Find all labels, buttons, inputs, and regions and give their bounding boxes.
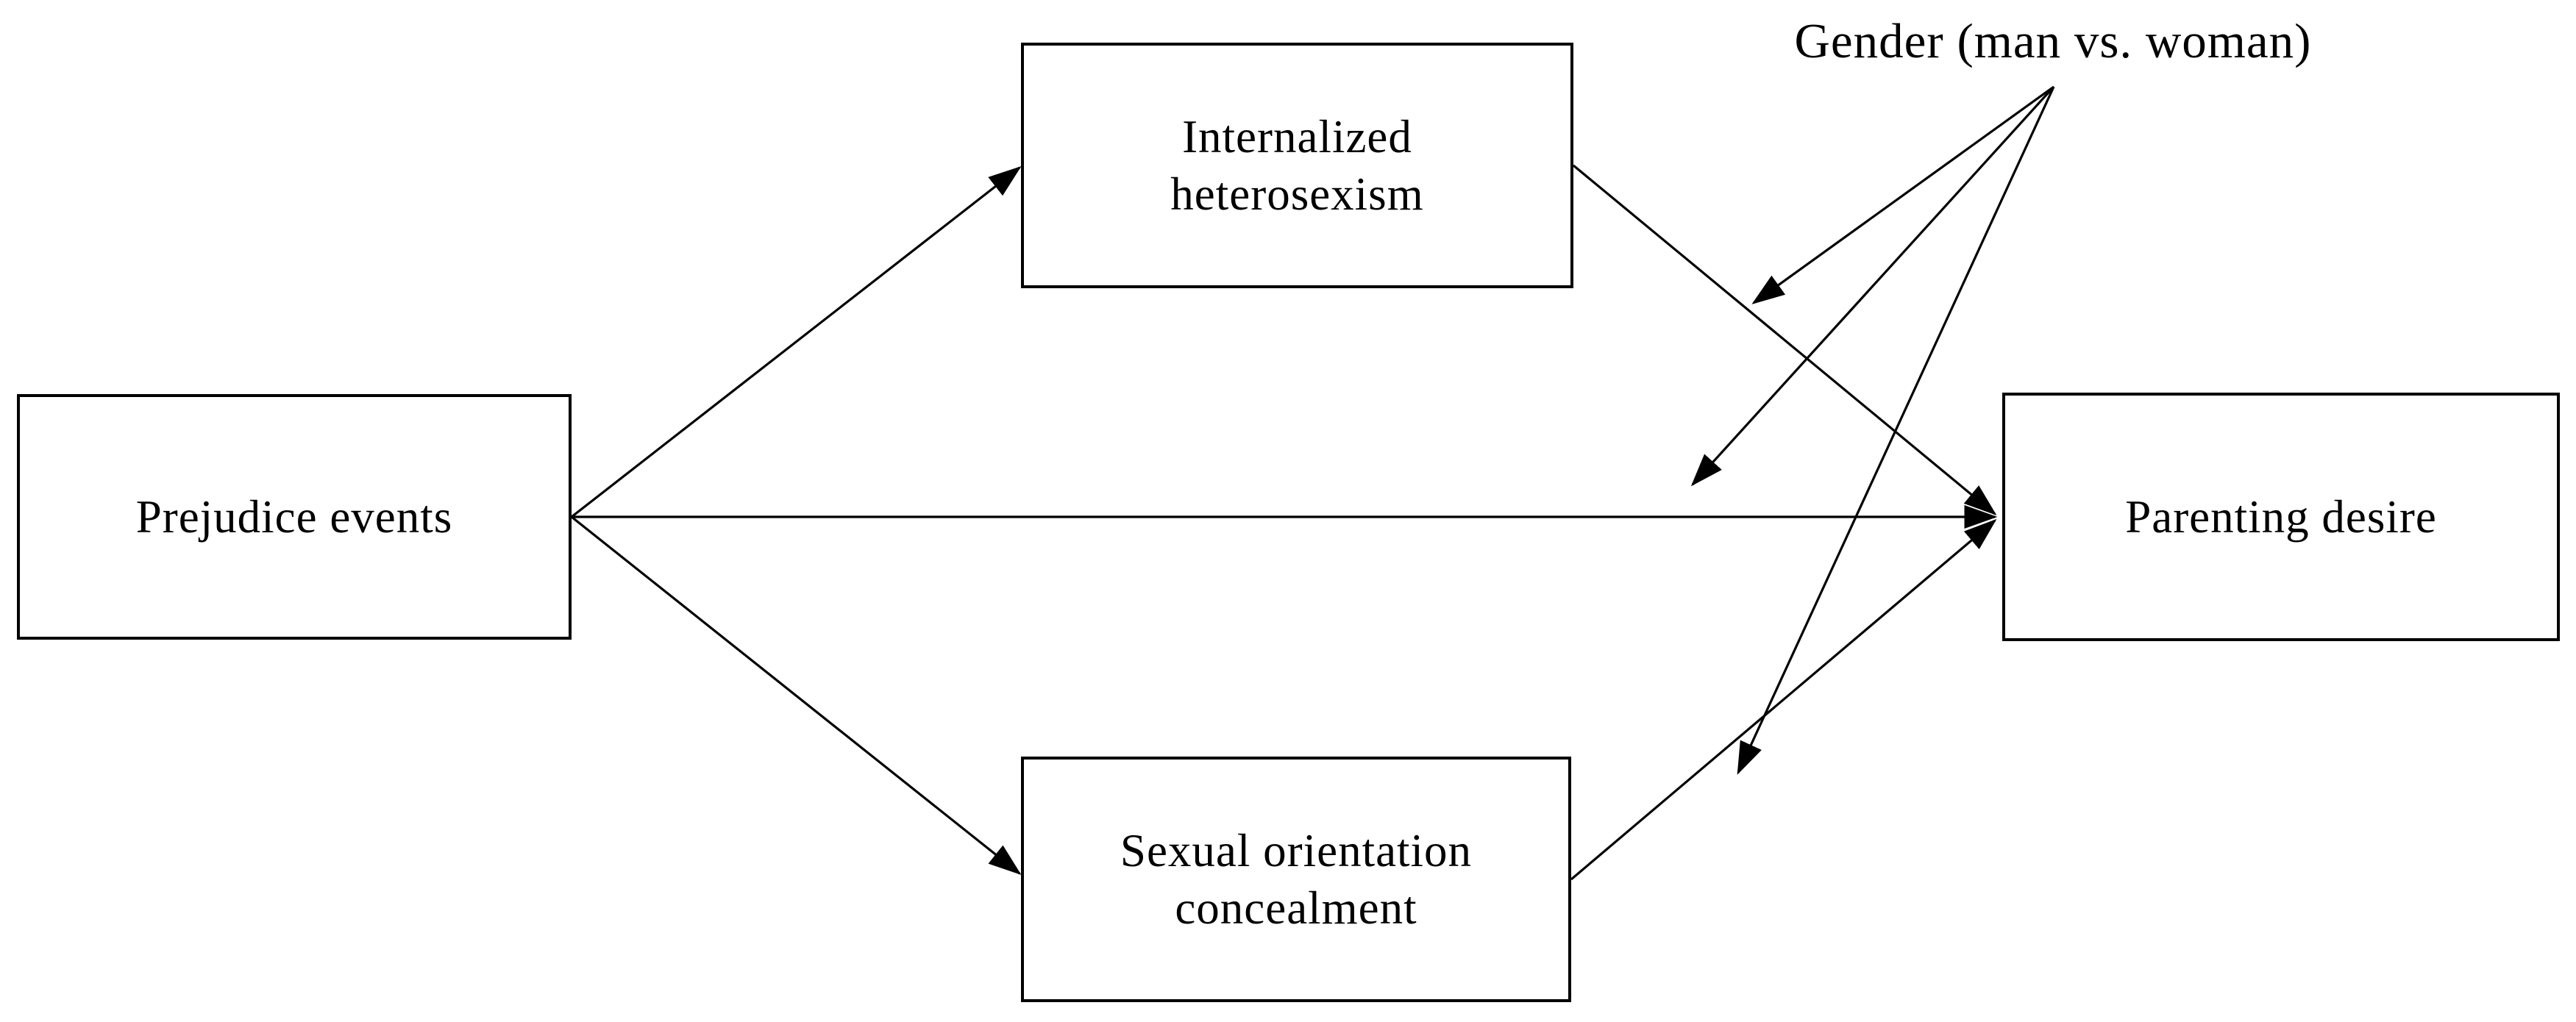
edge-gender-moderates-internalized-path-arrow (1751, 85, 2054, 304)
edge-gender-moderates-concealment-path-arrow (1737, 86, 2055, 775)
node-sexual-orientation-concealment: Sexual orientation concealment (1021, 757, 1571, 1002)
edge-concealment-to-parenting-arrow (1570, 518, 1997, 881)
node-label: Prejudice events (135, 491, 453, 543)
node-parenting-desire: Parenting desire (2002, 393, 2560, 641)
node-label-line-1: Internalized (1182, 111, 1412, 162)
node-prejudice-events: Prejudice events (17, 394, 572, 640)
node-label-line-1: Sexual orientation (1120, 825, 1473, 876)
edge-prejudice-to-concealment-arrow (571, 515, 1022, 875)
edge-prejudice-to-internalized-arrow (571, 166, 1022, 518)
moderator-label-text: Gender (man vs. woman) (1794, 14, 2312, 68)
edge-internalized-to-parenting-arrow (1572, 164, 1997, 516)
node-label: Parenting desire (2125, 491, 2437, 543)
edge-gender-moderates-direct-path-arrow (1690, 85, 2055, 487)
node-label-line-2: heterosexism (1170, 168, 1424, 220)
node-internalized-heterosexism: Internalized heterosexism (1021, 43, 1573, 288)
node-label-line-2: concealment (1175, 882, 1417, 934)
node-gender-moderator-label: Gender (man vs. woman) (1685, 12, 2421, 71)
